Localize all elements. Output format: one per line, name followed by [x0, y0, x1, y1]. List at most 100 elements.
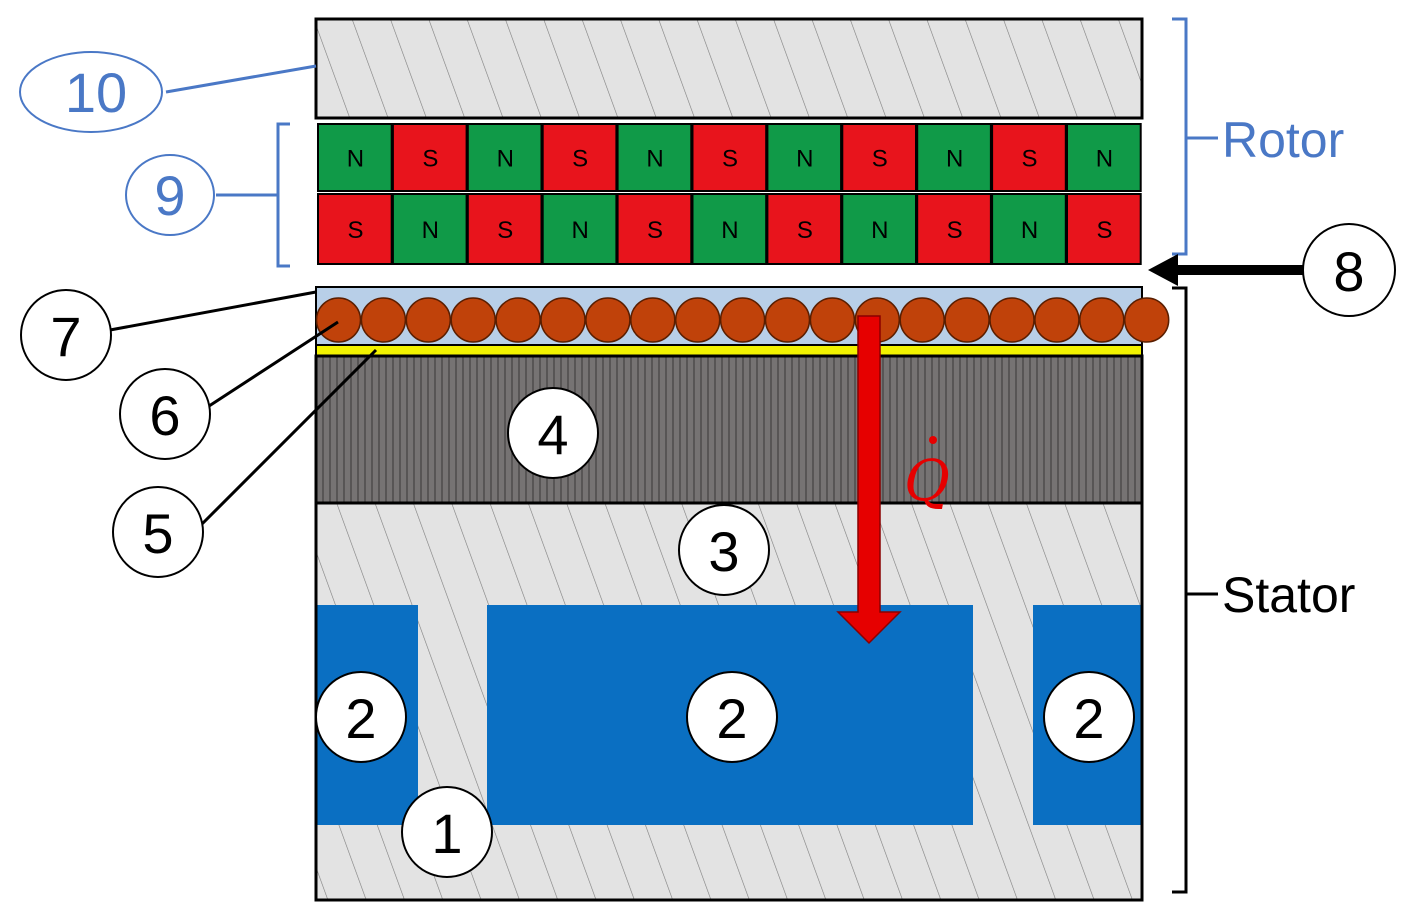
magnet-bottom-row-4	[541, 193, 618, 265]
conductor-strand	[764, 297, 811, 343]
magnet-pole-label: S	[647, 217, 663, 244]
magnet-pole-label: S	[347, 217, 363, 244]
magnet-top-row-5	[616, 123, 693, 192]
conductor-strand	[630, 297, 676, 343]
callout-circle-1	[401, 786, 493, 878]
stator-outline	[314, 501, 1144, 902]
callout-circle-3	[678, 504, 770, 596]
callout-circle-2-left	[315, 671, 407, 763]
magnet-pole-label: N	[571, 217, 588, 244]
callout-label-7: 7	[50, 305, 81, 368]
magnet-bottom-row-11	[1066, 193, 1142, 265]
heat-flux-dot	[929, 436, 937, 444]
rotor-brace	[1172, 17, 1218, 256]
callout-label-6: 6	[149, 384, 180, 447]
rotor-label: Rotor	[1222, 112, 1344, 168]
heat-flux-symbol: Q	[904, 449, 950, 514]
callout-line-6	[205, 320, 339, 410]
conductor-strand	[315, 297, 362, 343]
magnet-bracket	[216, 122, 290, 268]
stator-core-laminate	[314, 354, 1144, 505]
magnet-pole-label: S	[1022, 146, 1038, 173]
callout-circle-6	[119, 368, 211, 460]
magnet-pole-label: S	[797, 217, 813, 244]
callout-label-10: 10	[65, 61, 127, 124]
magnet-top-row-10	[991, 123, 1067, 192]
conductor-strand	[540, 297, 586, 343]
conductor-strand	[989, 297, 1035, 343]
callout-line-10	[165, 64, 317, 94]
conductor-row	[315, 297, 1170, 343]
callout-label-8: 8	[1333, 240, 1364, 303]
callout-label-1: 1	[431, 802, 462, 865]
stator-brace	[1172, 286, 1218, 894]
callout-label-5: 5	[142, 502, 173, 565]
callout-label-2-left: 2	[345, 687, 376, 750]
conductor-strand	[899, 297, 945, 343]
conductor-strand	[1079, 297, 1125, 343]
callout-circle-7	[20, 289, 112, 381]
insulation-strip	[315, 344, 1143, 357]
stator-label: Stator	[1222, 567, 1355, 623]
magnet-top-row-3	[466, 123, 543, 192]
magnet-top-row-7	[766, 123, 843, 192]
magnet-bottom-row-3	[466, 193, 543, 265]
heat-flux-arrow	[836, 315, 902, 645]
conductor-strand	[450, 297, 496, 343]
conductor-strand	[495, 297, 541, 343]
magnet-top-row-4	[541, 123, 618, 192]
magnet-bottom-row-7	[766, 193, 843, 265]
rotor-back-iron	[314, 17, 1144, 120]
magnet-pole-label: N	[721, 217, 738, 244]
magnet-bottom-row-1	[317, 193, 393, 265]
callout-label-3: 3	[708, 520, 739, 583]
magnet-top-row-8	[841, 123, 917, 192]
callout-label-9: 9	[154, 164, 185, 227]
magnet-top-row-1	[317, 123, 393, 192]
magnet-pole-label: S	[872, 146, 888, 173]
callout-circle-5	[112, 486, 204, 578]
magnet-top-row-2	[391, 123, 468, 192]
magnet-pole-label: N	[422, 217, 439, 244]
callout-circle-2-center	[686, 671, 778, 763]
conductor-strand	[585, 297, 631, 343]
magnet-pole-label: N	[796, 146, 813, 173]
magnet-bottom-row-2	[391, 193, 468, 265]
callout-circle-4	[507, 387, 599, 479]
magnet-pole-label: N	[946, 146, 963, 173]
conductor-strand	[405, 297, 452, 343]
callout-line-5	[194, 348, 378, 532]
magnet-pole-label: N	[1096, 146, 1113, 173]
callout-label-2-center: 2	[716, 687, 747, 750]
magnet-bottom-row-6	[691, 193, 768, 265]
conductor-strand	[719, 297, 766, 343]
magnet-pole-label: S	[722, 146, 738, 173]
magnet-pole-label: N	[646, 146, 663, 173]
magnet-bottom-row-10	[991, 193, 1067, 265]
air-gap-arrow	[1148, 254, 1308, 286]
magnet-bottom-row-5	[616, 193, 693, 265]
conductor-strand	[944, 297, 990, 343]
conductor-strand	[360, 297, 407, 343]
callout-label-4: 4	[537, 403, 568, 466]
magnet-pole-label: S	[497, 217, 513, 244]
callout-circle-2-right	[1043, 671, 1135, 763]
conductor-strand	[1123, 297, 1170, 343]
callout-line-7	[109, 290, 317, 332]
magnet-pole-label: N	[1021, 217, 1038, 244]
conductor-strand	[809, 297, 856, 343]
magnet-pole-label: S	[572, 146, 588, 173]
conductor-strand	[1034, 297, 1080, 343]
callout-ellipse-10	[19, 51, 163, 133]
conductor-strand	[674, 297, 721, 343]
callout-label-2-right: 2	[1073, 687, 1104, 750]
callout-ellipse-9	[125, 154, 215, 236]
magnet-top-row-9	[916, 123, 992, 192]
magnet-bottom-row-8	[841, 193, 917, 265]
magnet-bottom-row-9	[916, 193, 992, 265]
magnet-top-row-11	[1066, 123, 1142, 192]
magnet-pole-label: S	[947, 217, 963, 244]
magnet-pole-label: S	[422, 146, 438, 173]
